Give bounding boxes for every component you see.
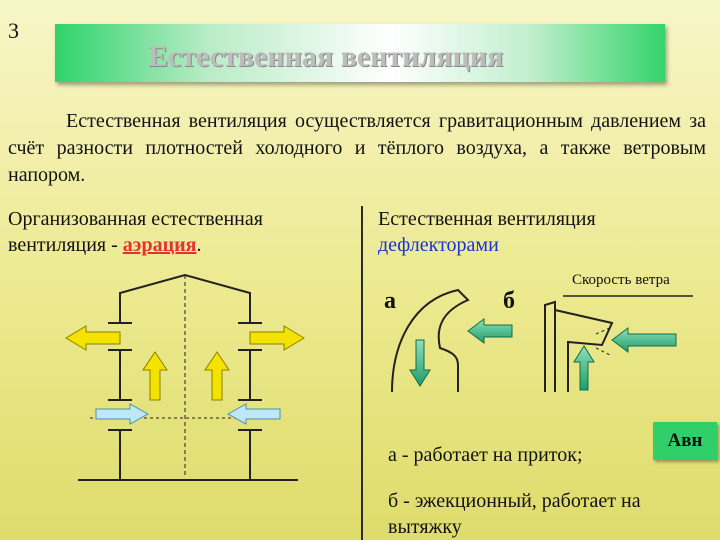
deflector-b-drawing [544, 300, 614, 392]
rising-air-arrow-left [142, 351, 168, 401]
avn-label: Авн [667, 430, 703, 451]
deflector-b-label: б [503, 288, 515, 314]
note-a: а - работает на приток; [388, 444, 583, 466]
deflector-caption-text: Естественная вентиляция [378, 208, 596, 230]
column-divider [361, 206, 363, 540]
wind-speed-label: Скорость ветра [572, 272, 670, 288]
aeration-caption-suffix: . [196, 234, 202, 256]
ventilation-diagram [65, 273, 693, 481]
deflector-a-drawing [391, 288, 470, 393]
deflector-caption: Естественная вентиляция дефлекторами [378, 206, 698, 258]
slide-number: 3 [8, 18, 19, 43]
aeration-caption-text: Организованная естественная вентиляция - [8, 208, 263, 256]
intro-paragraph: Естественная вентиляция осуществляется г… [8, 110, 706, 186]
exhaust-arrow-right [249, 325, 305, 351]
deflector-a-downflow-arrow [409, 339, 431, 387]
aeration-caption: Организованная естественная вентиляция -… [8, 206, 348, 258]
building-section-drawing [78, 273, 298, 481]
inflow-arrow-right [226, 403, 281, 425]
avn-badge: Авн [653, 422, 717, 460]
title-bar [55, 24, 665, 82]
slide-title: Естественная вентиляция [148, 40, 504, 73]
deflector-a-wind-arrow [467, 318, 513, 344]
deflector-b-wind-arrow [611, 327, 677, 353]
deflector-term: дефлекторами [378, 234, 499, 256]
note-b: б - эжекционный, работает на вытяжку [388, 490, 641, 538]
deflector-a-label: а [384, 288, 396, 314]
aeration-term: аэрация [122, 234, 197, 256]
rising-air-arrow-right [204, 351, 230, 401]
deflector-b-upflow-arrow [573, 345, 595, 391]
exhaust-arrow-left [65, 325, 121, 351]
inflow-arrow-left [95, 403, 150, 425]
